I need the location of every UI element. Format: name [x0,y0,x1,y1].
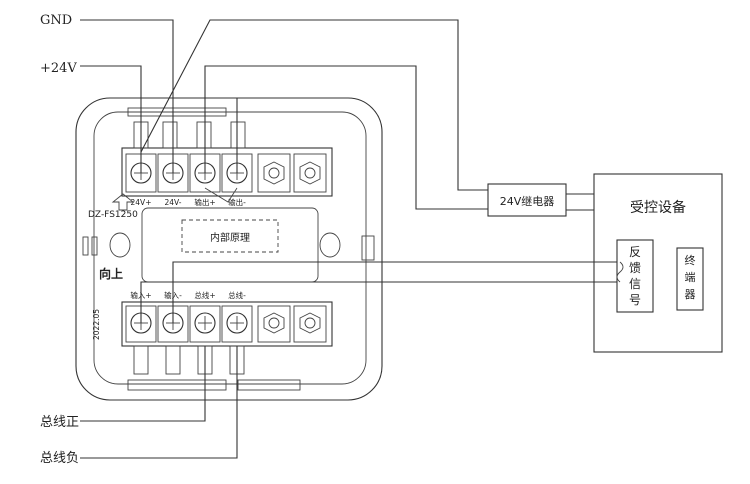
top-terminal-block: 24V+ 24V- 输出+ 输出- [121,121,333,207]
controlled-device-box: 受控设备 反 馈 信 号 终 端 器 [593,173,723,353]
bottom-terminal-label: 总线- [228,290,246,300]
center-panel: 内部原理 DZ-FS1250 向上 2022.05 [88,193,319,340]
feedback-coil-icon [616,261,624,283]
date-stamp: 2022.05 [92,309,101,340]
relay-box: 24V继电器 [487,183,567,217]
bottom-screw-terminals [125,305,253,343]
model-number: DZ-FS1250 [88,210,138,220]
internal-principle-label: 内部原理 [210,231,250,244]
top-blank-terminals [257,153,327,193]
top-screw-terminals [125,153,253,193]
up-orientation-label: 向上 [99,266,123,281]
top-terminal-label: 24V- [165,198,182,207]
relay-label: 24V继电器 [500,195,555,208]
bus-negative-label: 总线负 [40,451,79,466]
top-terminal-label: 输出+ [194,197,215,207]
plus-24v-label: +24V [40,61,77,76]
module-housing [75,97,383,401]
bottom-terminal-label: 总线+ [194,290,215,300]
feedback-char: 号 [629,293,641,307]
feedback-char: 馈 [629,261,641,275]
terminator-char: 终 [685,253,696,267]
wires [80,19,617,459]
terminator-char: 器 [685,288,696,301]
top-terminal-label: 24V+ [131,198,152,207]
feedback-char: 信 [629,277,641,291]
up-arrow-icon [111,193,135,211]
bottom-blank-terminals [257,305,327,343]
top-terminal-label: 输出- [228,197,246,207]
bus-positive-label: 总线正 [40,415,79,430]
feedback-char: 反 [629,245,641,259]
controlled-device-label: 受控设备 [630,199,686,216]
bottom-terminal-block: 输入+ 输入- 总线+ 总线- [121,290,333,375]
terminator-char: 端 [685,271,696,284]
gnd-label: GND [40,13,72,28]
